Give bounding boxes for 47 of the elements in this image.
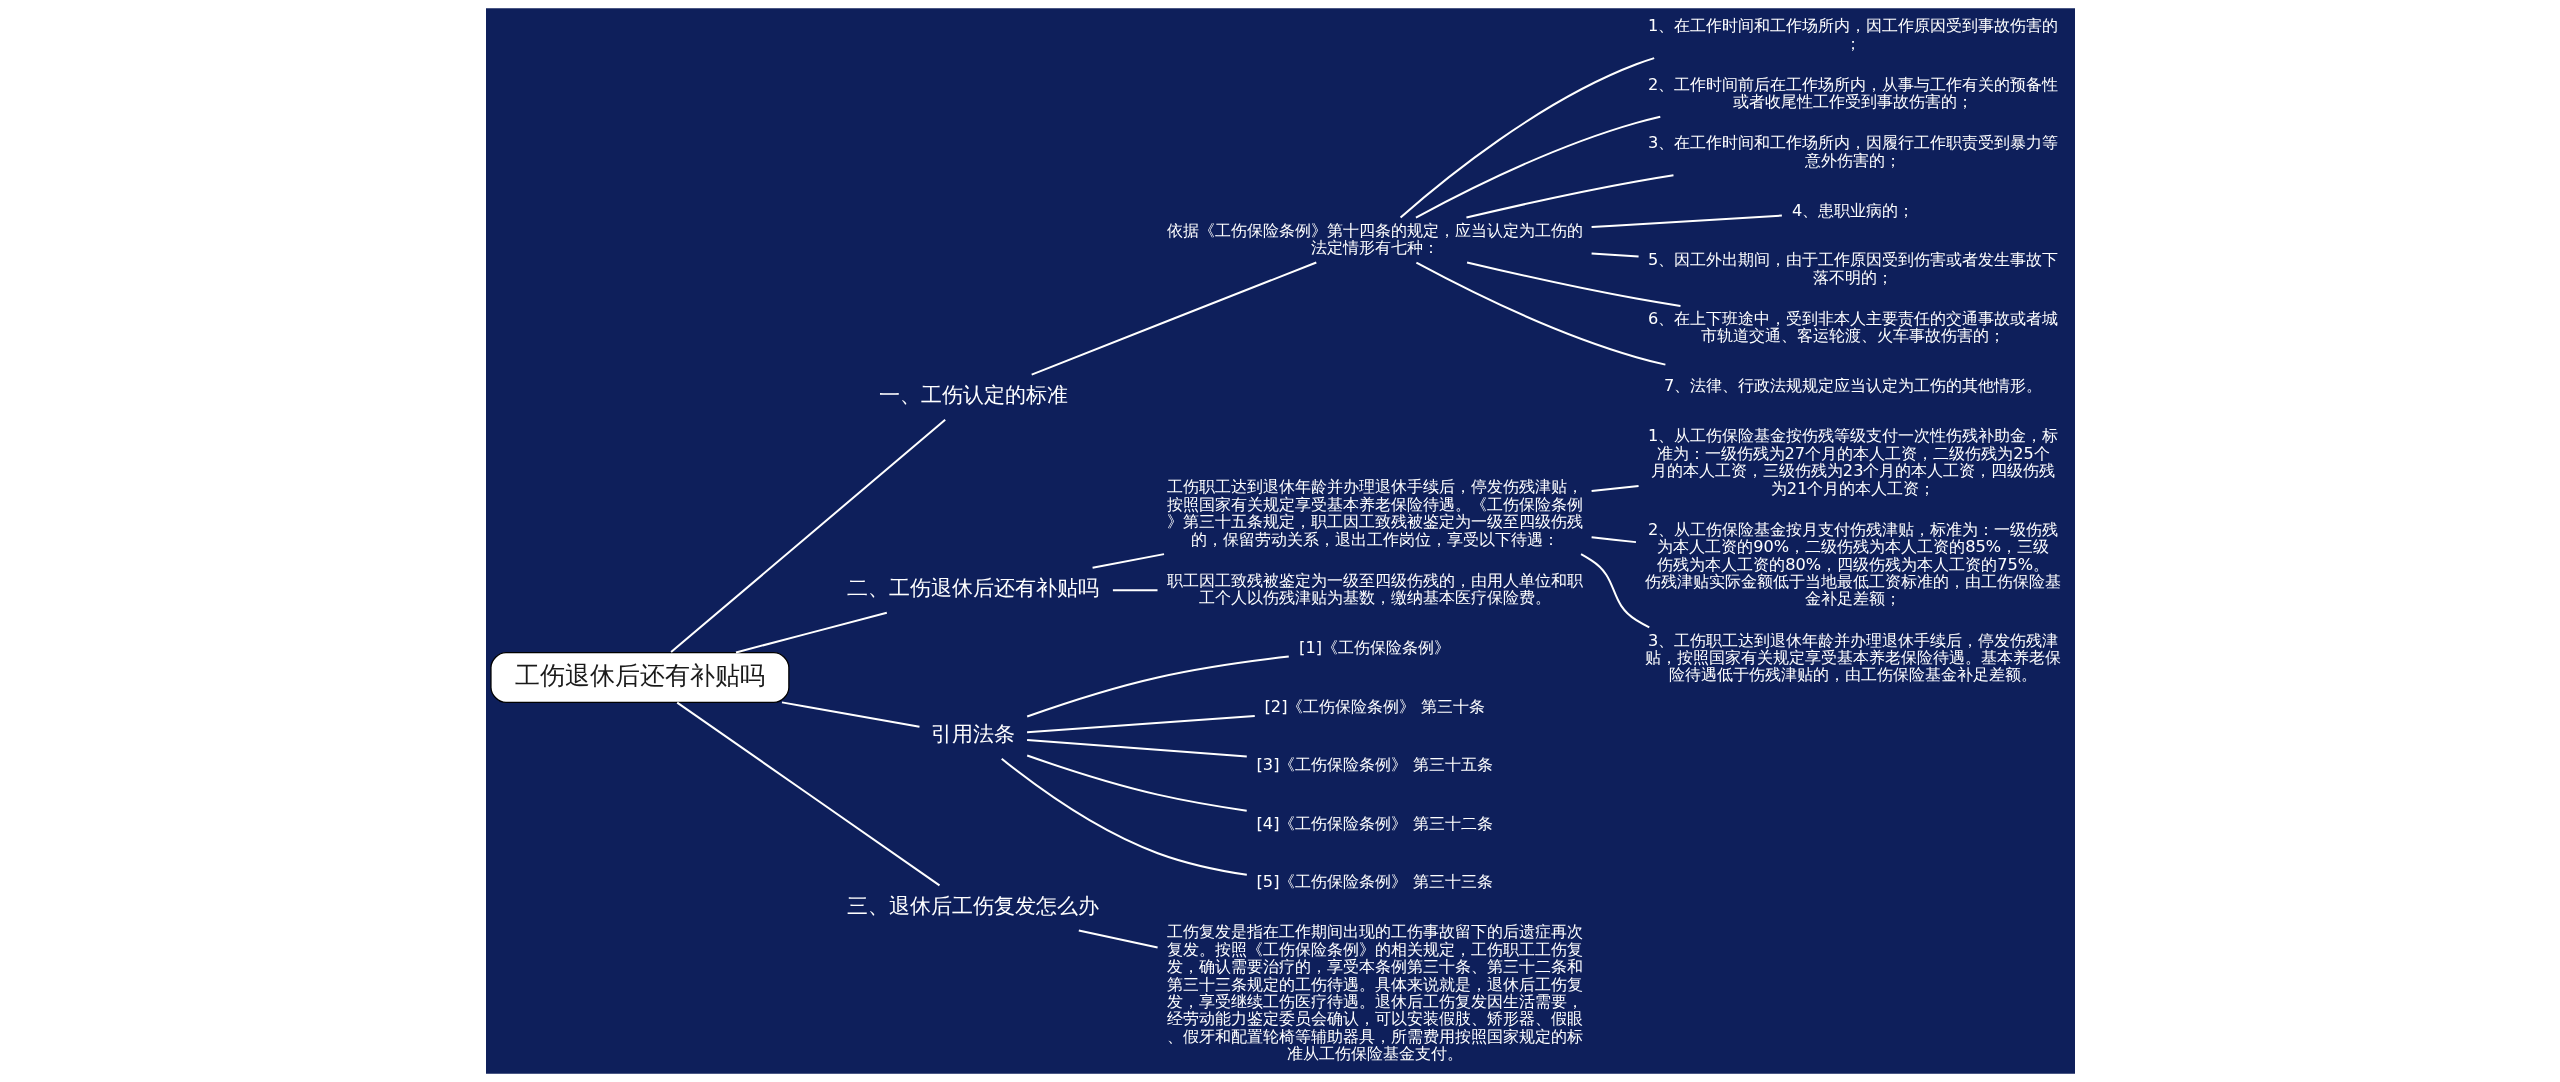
node-text: 职工因工致残被鉴定为一级至四级伤残的，由用人单位和职工个人以伤残津贴为基数，缴纳基本医疗保险费。 — [1166, 570, 1583, 608]
connector — [1399, 57, 1655, 219]
node-text: 3、在工作时间和工作场所内，因履行工作职责受到暴力等意外伤害的； — [1647, 133, 2058, 170]
node-text: 2、工作时间前后在工作场所内，从事与工作有关的预备性或者收尾性工作受到事故伤害的； — [1647, 74, 2058, 112]
connector — [669, 418, 946, 654]
node-box: 工伤退休后还有补贴吗 — [489, 651, 789, 703]
node-text: [2]《工伤保险条例》 第三十条 — [1264, 696, 1485, 716]
node-text: [5]《工伤保险条例》 第三十三条 — [1256, 872, 1493, 892]
node-text: [3]《工伤保险条例》 第三十五条 — [1256, 755, 1493, 775]
node-text: [4]《工伤保险条例》 第三十二条 — [1256, 813, 1493, 833]
connector — [1025, 655, 1290, 718]
connector — [1030, 261, 1317, 376]
node-text: 依据《工伤保险条例》第十四条的规定，应当认定为工伤的法定情形有七种： — [1166, 220, 1583, 257]
connector — [1590, 252, 1640, 258]
connector — [1000, 757, 1248, 876]
connector — [1590, 214, 1783, 229]
connector — [1579, 553, 1650, 629]
connector — [780, 701, 920, 728]
connector — [1025, 714, 1256, 734]
node-text: 4、患职业病的； — [1791, 200, 1914, 220]
node-text: 二、工伤退休后还有补贴吗 — [846, 575, 1099, 601]
connector — [1590, 485, 1640, 493]
node-text: 一、工伤认定的标准 — [878, 382, 1068, 408]
connector — [1590, 536, 1637, 544]
node-text: 工伤复发是指在工作期间出现的工伤事故留下的后遗症再次复发。按照《工伤保险条例》的相关规定，工伤职工工伤复发，确认需要治疗的，享受本条例第三十条、第三十二条和第三十三条规定的工伤待遇。具体来说就是，退休后工伤复发，享受继续工伤医疗待遇。退休后工伤复发因生活需要，经劳动能力鉴定委员会确认，可以安装假肢、矫形器、假眼、假牙和配置轮椅等辅助器具，所需费用按照国家规定的标准从工伤保险基金支付。 — [1166, 922, 1583, 1064]
node-text: 三、退休后工伤复发怎么办 — [846, 893, 1099, 919]
node-text: [1]《工伤保险条例》 — [1298, 638, 1450, 658]
connector — [1464, 174, 1674, 219]
connector — [1414, 115, 1661, 219]
connector — [734, 611, 888, 654]
node-text: 5、因工外出期间，由于工作原因受到伤害或者发生事故下落不明的； — [1647, 250, 2058, 287]
connector — [1025, 754, 1248, 812]
connector — [1077, 929, 1159, 949]
node-text: 1、从工伤保险基金按伤残等级支付一次性伤残补助金，标准为：一级伤残为27个月的本人工资，二级伤残为25个月的本人工资，三级伤残为23个月的本人工资，四级伤残为21个月的本人工资； — [1647, 426, 2058, 498]
node-text: 7、法律、行政法规规定应当认定为工伤的其他情形。 — [1663, 376, 2042, 396]
node-text: 1、在工作时间和工作场所内，因工作原因受到事故伤害的； — [1647, 16, 2058, 53]
connector — [1414, 261, 1666, 366]
node-text: 2、从工伤保险基金按月支付伤残津贴，标准为：一级伤残为本人工资的90%，二级伤残为本人工资的85%，三级伤残为本人工资的80%，四级伤残为本人工资的75%。伤残津贴实际金额低于当地最低工资标准的，由工伤保险基金补足差额； — [1644, 519, 2061, 609]
connector — [1465, 261, 1681, 308]
node-text: 引用法条 — [930, 721, 1015, 747]
connector — [1111, 589, 1158, 592]
node-text: 工伤职工达到退休年龄并办理退休手续后，停发伤残津贴，按照国家有关规定享受基本养老保险待遇。《工伤保险条例》第三十五条规定，职工因工致残被鉴定为一级至四级伤残的，保留劳动关系，退出工作岗位，享受以下待遇： — [1166, 477, 1583, 549]
node-text: 3、工伤职工达到退休年龄并办理退休手续后，停发伤残津贴，按照国家有关规定享受基本养老保险待遇。基本养老保险待遇低于伤残津贴的，由工伤保险基金补足差额。 — [1644, 630, 2061, 685]
node-text: 6、在上下班途中，受到非本人主要责任的交通事故或者城市轨道交通、客运轮渡、火车事故伤害的； — [1647, 309, 2058, 346]
connector — [1091, 553, 1165, 569]
connector — [675, 701, 940, 887]
connector — [1025, 739, 1248, 758]
